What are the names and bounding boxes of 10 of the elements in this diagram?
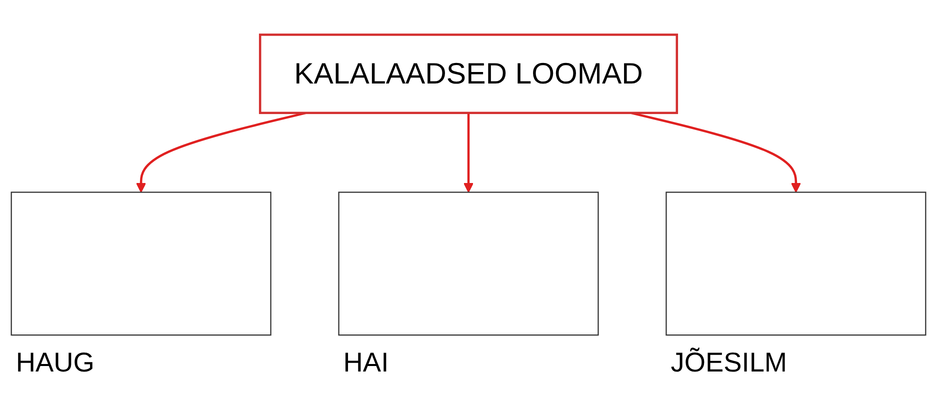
arrow xyxy=(136,112,306,193)
arrow xyxy=(630,112,801,193)
node-box xyxy=(338,192,599,336)
node-caption: JÕESILM xyxy=(670,346,788,378)
node-caption: HAI xyxy=(343,346,389,378)
node-box xyxy=(10,192,272,336)
arrow xyxy=(464,112,474,193)
node-box xyxy=(666,192,926,336)
node-caption: HAUG xyxy=(16,346,94,378)
node-box: KALALAADSED LOOMAD xyxy=(258,34,678,114)
